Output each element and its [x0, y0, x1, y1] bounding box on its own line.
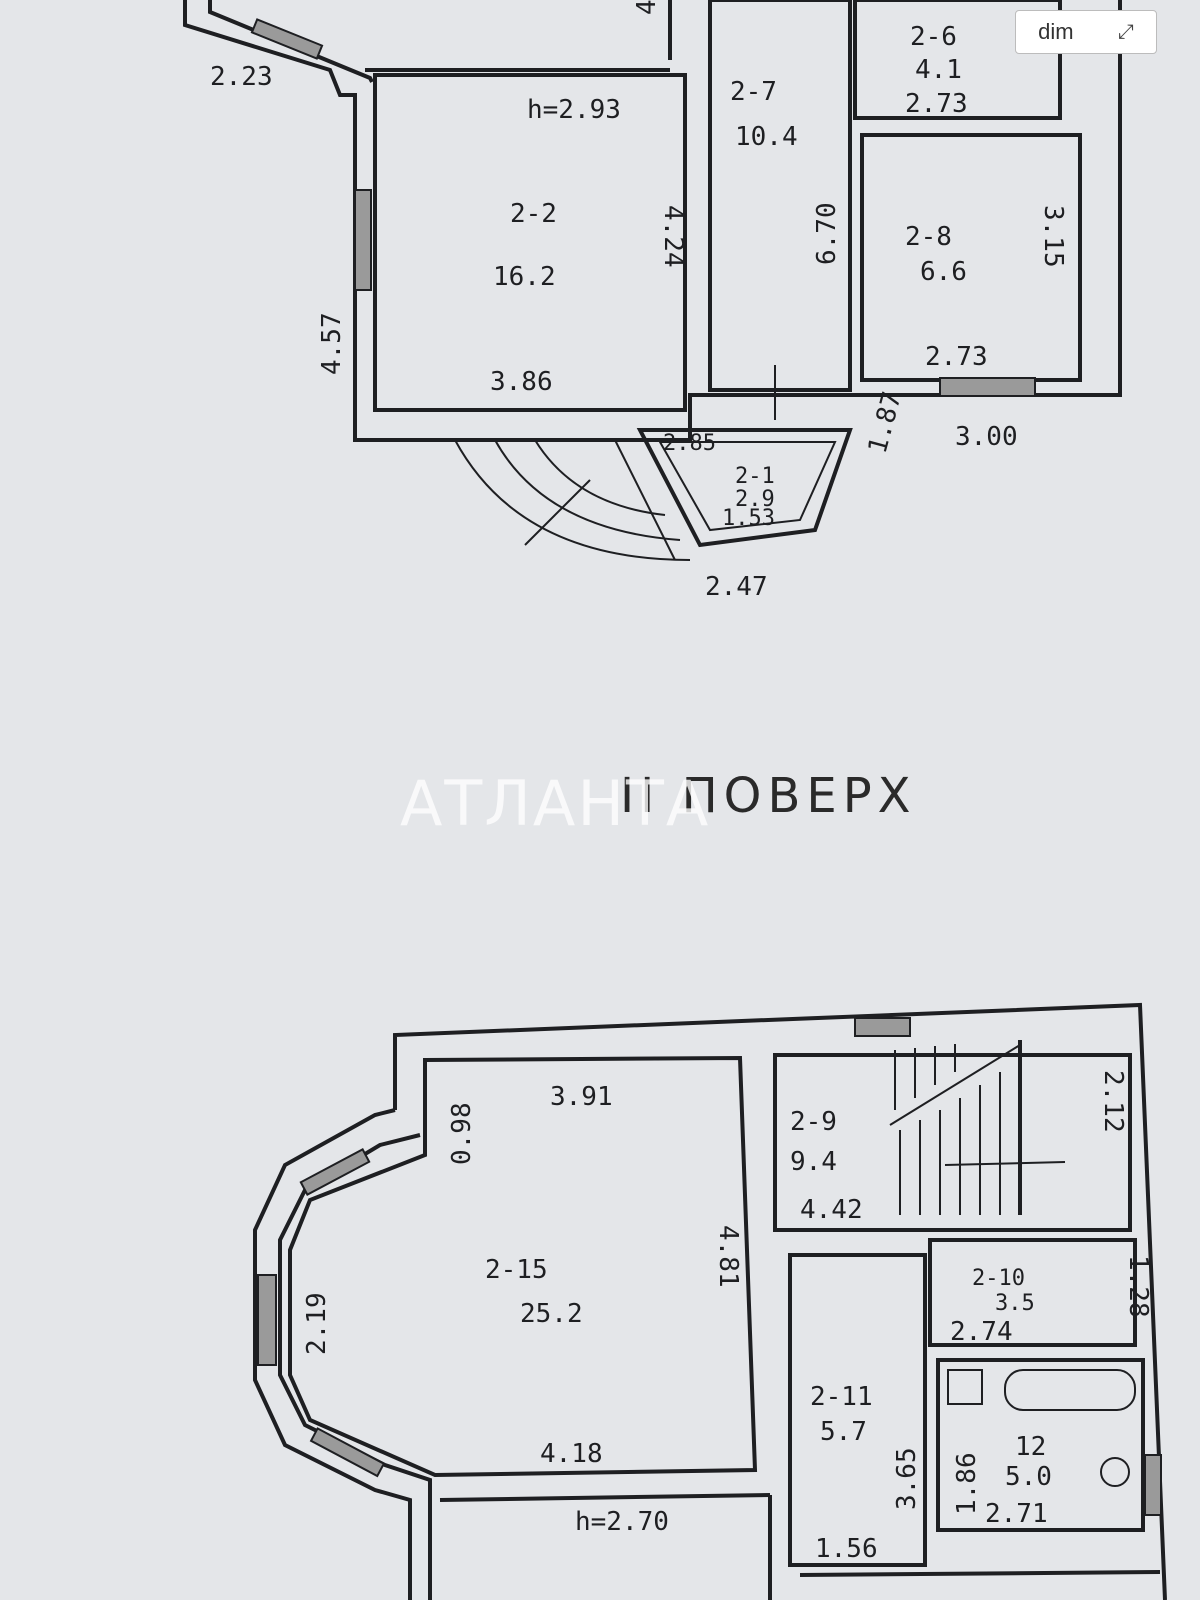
room-2-11-outline — [788, 1253, 927, 1567]
room-12-outline — [936, 1358, 1145, 1532]
room-area-label: 2.9 — [735, 487, 775, 512]
dimension-label: 3.65 — [892, 1447, 922, 1510]
stair-arc — [454, 439, 691, 561]
stair-mark — [614, 439, 676, 561]
stair-diagonal — [889, 1044, 1021, 1126]
dimension-label: 4.57 — [317, 312, 347, 375]
toilet — [1100, 1457, 1130, 1487]
dimension-label: 1.86 — [952, 1452, 982, 1515]
floor-title: II ПОВЕРХ — [620, 768, 917, 824]
lower-outer-wall-left — [253, 1108, 412, 1600]
dimension-label: 4.81 — [713, 1225, 743, 1288]
room-area-label: 9.4 — [790, 1147, 837, 1177]
room-2-9-outline — [773, 1053, 1132, 1232]
dimension-label: 3.91 — [550, 1082, 613, 1112]
dimension-label: 1.53 — [722, 506, 775, 531]
stair-arc — [494, 439, 681, 541]
stair-mark — [524, 479, 591, 546]
lower-wall-segment — [799, 1570, 1161, 1577]
window — [854, 1017, 911, 1037]
room-id-label: 2-1 — [735, 464, 775, 489]
room-id-label: 2-8 — [905, 222, 952, 252]
dimension-label: 2.12 — [1098, 1070, 1128, 1133]
window — [309, 1427, 386, 1478]
upper-floor-plan — [183, 0, 1122, 561]
upper-floor-labels: 2.23 h=2.93 2-2 16.2 4.24 4.57 3.86 2-7 … — [210, 0, 1068, 602]
room-id-label: 2-9 — [790, 1107, 837, 1137]
lower-outer-wall — [393, 1002, 1167, 1600]
room-2-2-outline — [373, 73, 687, 412]
bathtub — [1004, 1369, 1136, 1411]
dimension-label: 4.18 — [540, 1439, 603, 1469]
dimension-label: 2.73 — [925, 342, 988, 372]
window — [1144, 1454, 1162, 1516]
dimension-label: 2.74 — [950, 1317, 1013, 1347]
room-area-label: 10.4 — [735, 122, 798, 152]
dimension-label: 2.73 — [905, 89, 968, 119]
window — [354, 189, 372, 291]
room-area-label: 6.6 — [920, 257, 967, 287]
dimension-label: 4.1 — [632, 0, 662, 15]
room-area-label: 3.5 — [995, 1291, 1035, 1316]
room-2-7-outline — [708, 0, 852, 392]
room-id-label: 2-11 — [810, 1382, 873, 1412]
dimension-label: 2.71 — [985, 1499, 1048, 1529]
dimension-label: 3.86 — [490, 367, 553, 397]
dimension-label: 3.00 — [955, 422, 1018, 452]
window — [939, 377, 1036, 397]
dimension-label: 1.28 — [1123, 1255, 1153, 1318]
room-id-label: 12 — [1015, 1432, 1046, 1462]
room-2-6-outline — [853, 0, 1062, 120]
room-id-label: 2-2 — [510, 199, 557, 229]
window — [299, 1148, 371, 1196]
badge-text: dim — [1038, 19, 1074, 44]
room-2-10-outline — [928, 1238, 1137, 1347]
image-badge[interactable]: dim ⤢ — [1015, 10, 1157, 54]
dimension-label: 1.56 — [815, 1534, 878, 1564]
room-id-label: 2-7 — [730, 77, 777, 107]
window — [250, 18, 324, 60]
lower-wall-segment — [439, 1493, 771, 1502]
expand-icon[interactable]: ⤢ — [1117, 20, 1134, 43]
watermark: АТЛАНТА — [400, 767, 710, 840]
room-area-label: 5.0 — [1005, 1462, 1052, 1492]
dimension-label: 2.47 — [705, 572, 768, 602]
dimension-label: 3.15 — [1038, 205, 1068, 268]
lower-floor-labels: 3.91 0.98 2.19 2-15 25.2 4.81 4.18 2-9 9… — [302, 1070, 1153, 1564]
room-id-label: 2-10 — [972, 1266, 1025, 1291]
room-area-label: 4.1 — [915, 55, 962, 85]
dimension-label: 2.19 — [302, 1292, 332, 1355]
room-area-label: 5.7 — [820, 1417, 867, 1447]
dimension-label: h=2.93 — [527, 95, 621, 125]
room-2-1-inner — [658, 441, 837, 532]
window — [257, 1274, 277, 1366]
room-id-label: 2-15 — [485, 1255, 548, 1285]
dimension-label: 4.42 — [800, 1195, 863, 1225]
dimension-label: 2.85 — [663, 431, 716, 456]
lower-inner-wall-left — [278, 1133, 432, 1600]
dimension-label: 1.87 — [863, 389, 908, 457]
room-2-1-outline — [636, 428, 853, 548]
room-id-label: 2-6 — [910, 22, 957, 52]
dimension-label: 6.70 — [812, 202, 842, 265]
lower-floor-plan — [253, 1002, 1167, 1600]
room-area-label: 25.2 — [520, 1299, 583, 1329]
dimension-label: 2.23 — [210, 62, 273, 92]
dimension-label: 4.24 — [658, 205, 688, 268]
sink — [947, 1369, 983, 1405]
room-2-15-outline — [288, 1055, 758, 1478]
dimension-label: h=2.70 — [575, 1507, 669, 1537]
room-area-label: 16.2 — [493, 262, 556, 292]
stair-treads — [894, 1044, 1066, 1215]
dimension-label: 0.98 — [447, 1102, 477, 1165]
stair-arc — [534, 439, 666, 516]
